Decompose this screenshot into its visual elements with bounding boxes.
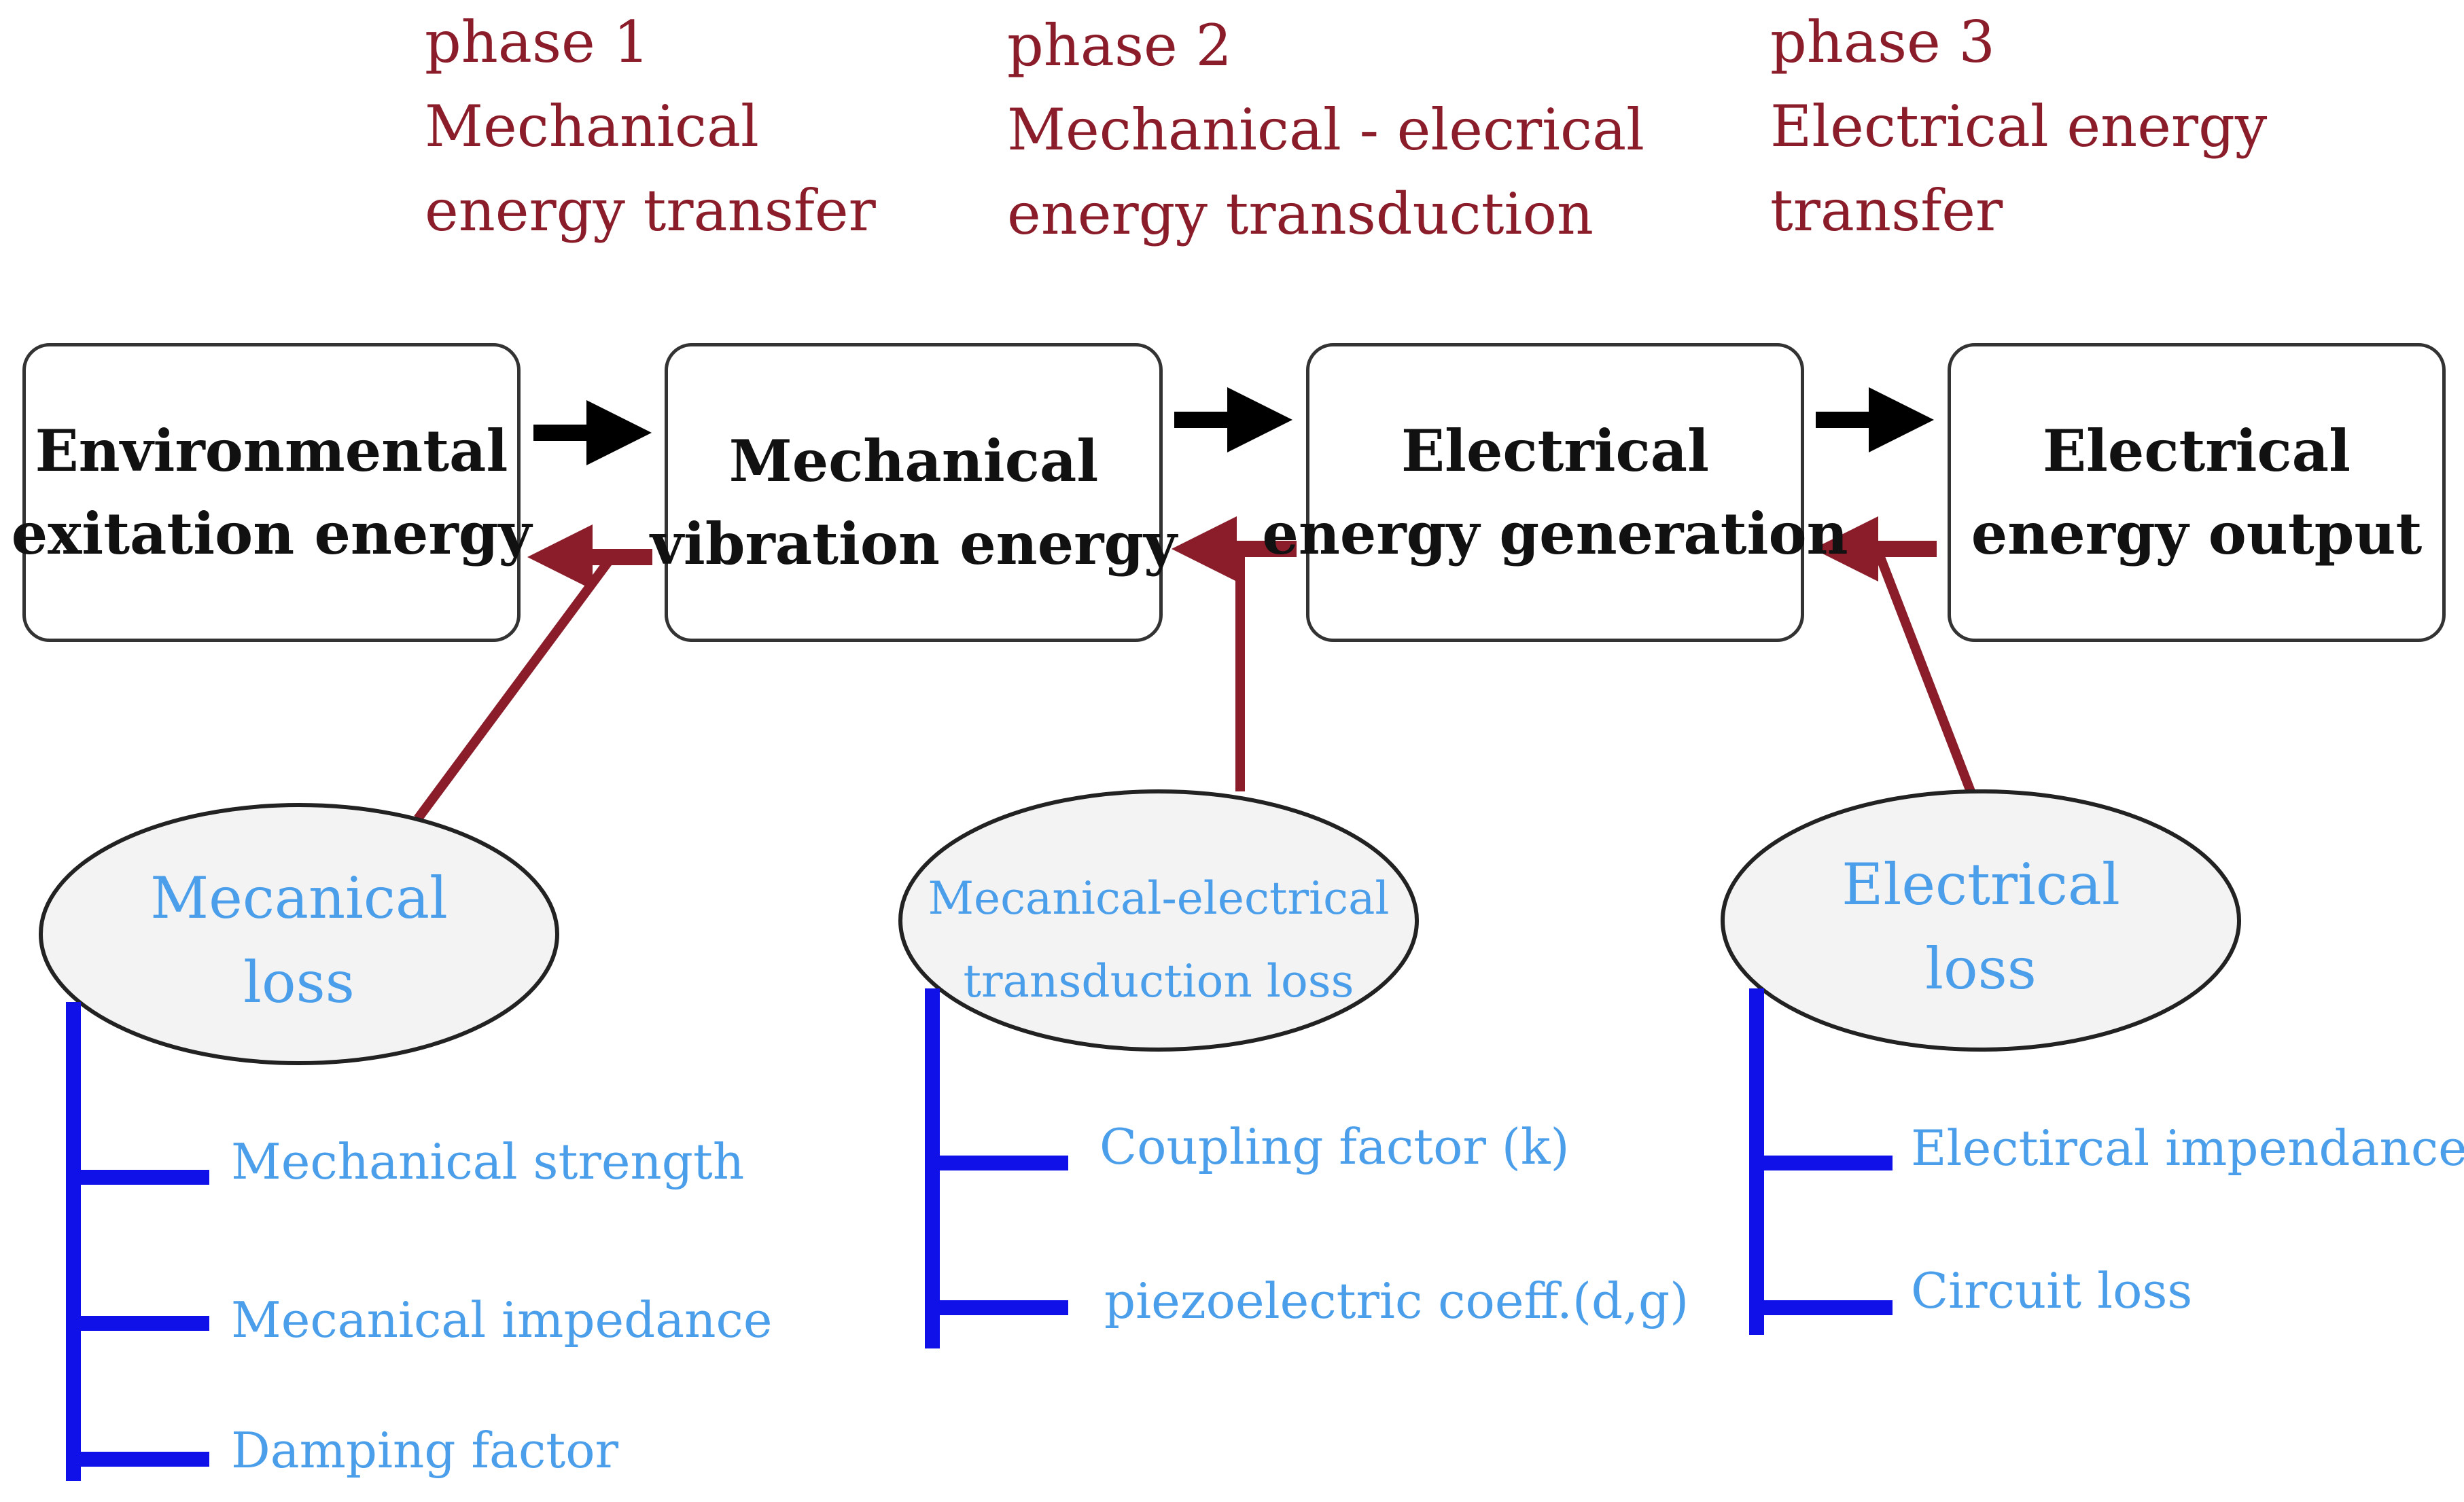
transduction-loss-label: Mecanical-electrical transduction loss bbox=[928, 872, 1390, 1007]
mechanical-loss-ellipse bbox=[39, 803, 559, 1065]
factor-damping: Damping factor bbox=[231, 1422, 618, 1479]
phase-2-number: phase 2 bbox=[1007, 12, 1232, 79]
phase-2-title-line1: Mechanical - elecrical bbox=[1007, 96, 1645, 163]
transduction-loss-ellipse bbox=[898, 789, 1419, 1052]
electrical-output-box: Electrical energy output bbox=[1948, 343, 2446, 642]
phase-1-title-line1: Mechanical bbox=[425, 93, 759, 160]
electrical-output-label: Electrical energy output bbox=[1971, 417, 2423, 567]
phase-3-title-line2: transfer bbox=[1770, 177, 2003, 244]
phase-3-heading: phase 3 Electrical energy transfer bbox=[1770, 0, 2267, 253]
factor-mecanical-impedance: Mecanical impedance bbox=[231, 1291, 773, 1348]
loss-stem-3 bbox=[1874, 552, 1975, 793]
factor-piezoelectric-coeff: piezoelectric coeff.(d,g) bbox=[1104, 1272, 1689, 1329]
phase-1-heading: phase 1 Mechanical energy transfer bbox=[425, 0, 876, 253]
phase-2-heading: phase 2 Mechanical - elecrical energy tr… bbox=[1007, 3, 1644, 256]
environmental-excitation-box: Environmental exitation energy bbox=[12, 343, 531, 642]
mechanical-loss-label: Mecanical loss bbox=[150, 865, 448, 1016]
phase-3-title-line1: Electrical energy bbox=[1770, 93, 2268, 160]
phase-2-title-line2: energy transduction bbox=[1007, 181, 1594, 247]
mechanical-vibration-box: Mechanical vibration energy bbox=[650, 343, 1177, 642]
factor-coupling: Coupling factor (k) bbox=[1099, 1118, 1570, 1175]
loss-stem-1 bbox=[414, 558, 612, 822]
factor-electrical-impedance: Electircal impendance bbox=[1911, 1120, 2464, 1177]
factor-circuit-loss: Circuit loss bbox=[1911, 1262, 2193, 1319]
environmental-excitation-label: Environmental exitation energy bbox=[11, 417, 532, 567]
mechanical-vibration-label: Mechanical vibration energy bbox=[650, 427, 1177, 577]
electrical-loss-label: Electrical loss bbox=[1842, 851, 2120, 1002]
electrical-generation-box: Electrical energy generation bbox=[1262, 343, 1848, 642]
electrical-loss-ellipse bbox=[1721, 789, 2241, 1052]
phase-3-number: phase 3 bbox=[1770, 9, 1995, 75]
factor-mechanical-strength: Mechanical strength bbox=[231, 1133, 745, 1190]
electrical-generation-label: Electrical energy generation bbox=[1262, 417, 1848, 567]
phase-1-title-line2: energy transfer bbox=[425, 177, 876, 244]
phase-1-number: phase 1 bbox=[425, 9, 650, 75]
